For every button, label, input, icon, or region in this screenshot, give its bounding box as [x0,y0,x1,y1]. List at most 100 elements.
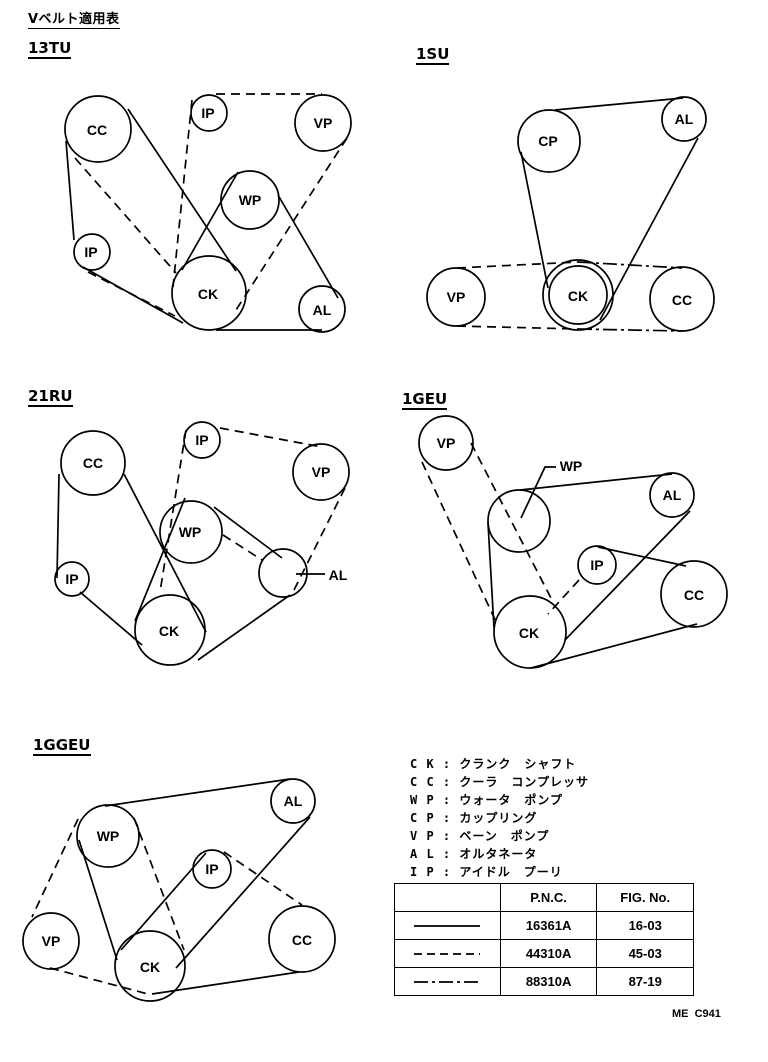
table-header-fig: FIG. No. [596,883,694,912]
label-ip-1geu: IP [590,557,603,573]
pulley-al-1su [661,96,707,142]
section-title-21ru: 21RU [28,387,73,407]
label-vp-21ru: VP [312,464,331,480]
pulley-al-1ggeu [270,778,316,824]
section-title-1su: 1SU [416,45,450,65]
pulley-al-1geu [649,472,695,518]
pnc-cell: 44310A [499,939,598,968]
pulley-ip-1ggeu [192,849,232,889]
pulley-ck-1su [542,259,614,331]
label-al-1ggeu: AL [284,793,303,809]
pulley-cc-1geu [660,560,728,628]
pulley-ip-13tu [190,94,228,132]
label-wp-1ggeu: WP [97,828,120,844]
belt-solid-13tu [65,108,339,331]
label-ck-1su: CK [568,288,588,304]
page-title: Vベルト適用表 [28,8,120,29]
pulley-cc-1ggeu [268,905,336,973]
belt-solid-1su [520,97,699,321]
part-number-table: P.N.C. FIG. No. 16361A 16-03 44310A 45-0… [394,883,694,996]
label-ck-1ggeu: CK [140,959,160,975]
fig-cell: 16-03 [596,911,694,940]
diagram-1geu: VP WP AL IP CC CK [418,415,728,669]
label-ip2-13tu: IP [84,244,97,260]
label-cc-13tu: CC [87,122,107,138]
belt-dashed-13tu [74,93,348,317]
pulley-vp-1su [426,267,486,327]
belt-solid-21ru [56,473,291,661]
pulley-ck-13tu [171,255,247,331]
pulley-wp-1geu [487,489,551,553]
pulleys-13tu [64,94,352,333]
label-al-13tu: AL [313,302,332,318]
line-style-solid [394,911,501,940]
label-wp-21ru: WP [179,524,202,540]
belt-dashdot-1su [577,261,683,332]
label-ck-21ru: CK [159,623,179,639]
pulley-vp-21ru [292,443,350,501]
fig-cell: 87-19 [596,967,694,996]
section-title-1ggeu: 1GGEU [33,736,91,756]
pulley-cp-1su [517,109,581,173]
label-cc-1su: CC [672,292,692,308]
label-ip-21ru: IP [195,432,208,448]
belt-dashed-21ru [159,427,346,595]
belt-solid-1ggeu [78,778,311,995]
pulley-ck-1ggeu [114,930,186,1002]
legend-item-cc: C C : クーラ コンプレッサ [410,775,589,789]
belt-solid-1geu [487,473,698,669]
legend-item-ck: C K : クランク シャフト [410,757,577,771]
label-ip2-21ru: IP [65,571,78,587]
section-title-1geu: 1GEU [402,390,448,410]
diagram-21ru: CC IP VP WP IP CK AL [54,421,350,666]
leader-wp-1geu [520,466,556,519]
label-al-1geu: AL [663,487,682,503]
table-header-pnc: P.N.C. [499,883,598,912]
label-al-21ru: AL [329,567,348,583]
label-vp-1ggeu: VP [42,933,61,949]
pulleys-1geu [418,415,728,669]
pulley-ip-21ru [183,421,221,459]
label-cc-1geu: CC [684,587,704,603]
label-ip-13tu: IP [201,105,214,121]
label-cc-1ggeu: CC [292,932,312,948]
table-header-line [394,883,501,912]
label-ck-1geu: CK [519,625,539,641]
legend-item-vp: V P : ベーン ポンプ [410,829,550,843]
label-wp-1geu: WP [560,458,583,474]
diagram-1su: CP AL VP CK CC [426,96,715,332]
pulley-cc-1su [649,266,715,332]
pnc-cell: 88310A [499,967,598,996]
pulley-vp-1ggeu [22,912,80,970]
pulley-ip2-21ru [54,561,90,597]
abbreviation-legend: C K : クランク シャフト C C : クーラ コンプレッサ W P : ウ… [410,755,589,881]
label-ip-1ggeu: IP [205,861,218,877]
pulley-cc-13tu [64,95,132,163]
label-al-1su: AL [675,111,694,127]
belt-dashed-1su [456,261,579,330]
pulley-al-13tu [298,285,346,333]
figure-code: ME C941 [672,1008,721,1020]
fig-cell: 45-03 [596,939,694,968]
label-cp-1su: CP [538,133,557,149]
label-ck-13tu: CK [198,286,218,302]
label-vp-1su: VP [447,289,466,305]
pulleys-1ggeu [22,778,336,1002]
table-row: 44310A 45-03 [394,939,694,968]
label-vp-13tu: VP [314,115,333,131]
pulley-wp-1ggeu [76,804,140,868]
section-title-13tu: 13TU [28,39,72,59]
pulley-ip2-13tu [73,233,111,271]
diagram-13tu: CC IP VP WP IP CK AL [64,93,352,333]
pulley-vp-13tu [294,94,352,152]
table-header-row: P.N.C. FIG. No. [394,883,694,912]
pulley-ck-1geu [493,595,567,669]
pulley-al-21ru [258,548,308,598]
pulley-cc-21ru [60,430,126,496]
pulley-wp-21ru [159,500,223,564]
belt-dashed-1ggeu [31,817,303,995]
pulley-wp-13tu [220,170,280,230]
legend-item-cp: C P : カップリング [410,811,538,825]
pulleys-21ru [54,421,350,666]
pulleys-1su [426,96,715,332]
